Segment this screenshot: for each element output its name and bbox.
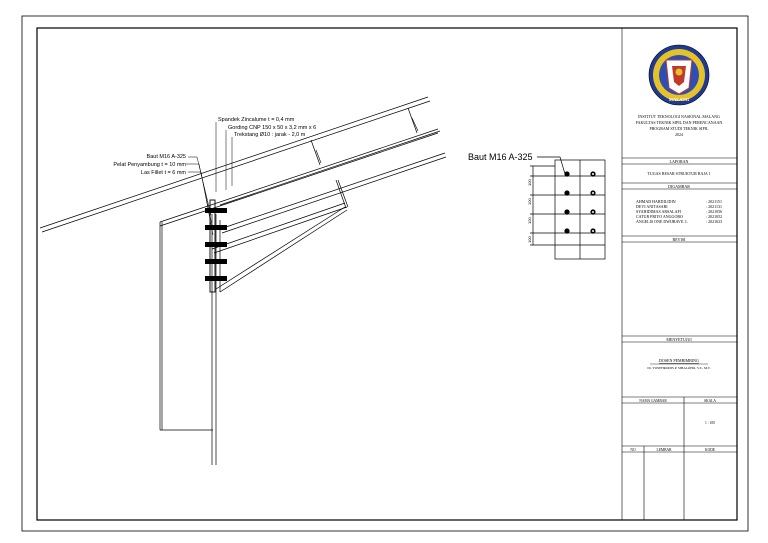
- student-nim-4: : 2021052: [706, 214, 722, 219]
- institution-line-4: 2024: [675, 132, 683, 137]
- callout-trekstang: Trekstang Ø10 : jarak - 2,0 m: [234, 132, 306, 138]
- title-block-grid: [621, 28, 737, 520]
- laporan-header: LAPORAN: [670, 159, 689, 164]
- end-plate-bolts: [205, 208, 227, 281]
- logo-text: MALANG: [669, 97, 690, 102]
- institution-line-1: INSTITUT TEKNOLOGI NASIONAL MALANG: [638, 114, 720, 119]
- dosen-name: Dr. YOSEHRODIS P. SIHALOHO, S.T., M.T.: [647, 366, 710, 371]
- detail-bolts-right: [590, 171, 596, 234]
- laporan-value: TUGAS BESAR STRUKTUR BAJA 1: [647, 171, 710, 176]
- detail-dim-2: 100: [527, 198, 532, 205]
- no-header: NO: [630, 448, 636, 452]
- skala-header: SKALA: [704, 399, 716, 403]
- institution-line-3: PROGRAM STUDI TEKNIK SIPIL: [650, 126, 709, 131]
- student-nim-2: : 2021131: [706, 204, 722, 209]
- lembar-header: LEMBAR: [657, 448, 673, 452]
- institution-line-2: FAKULTAS TEKNIK SIPIL DAN PERENCANAAN: [636, 120, 723, 125]
- student-name-4: CATUR PRIYO ANGGORO: [636, 214, 683, 219]
- purlin-dimension-arrows: [315, 117, 419, 164]
- student-name-3: SYAHIDIMAS ARSALAFI: [636, 209, 682, 214]
- student-name-2: DEVI ANITASARI: [636, 204, 668, 209]
- nama-gambar-header: NAMA GAMBAR: [639, 399, 667, 403]
- kode-header: KODE: [705, 448, 716, 452]
- inner-border: [36, 27, 738, 521]
- skala-value: 1 : 100: [705, 421, 715, 425]
- revisi-header: REVISI: [673, 237, 687, 242]
- dosen-label: DOSEN PEMBIMBING: [659, 358, 699, 363]
- menyetujui-header: MENYETUJUI: [666, 337, 692, 342]
- detail-dim-3: 100: [527, 217, 532, 224]
- student-nim-5: : 2021023: [706, 219, 722, 224]
- detail-dim-1: 100: [527, 179, 532, 186]
- callout-leaders: [186, 122, 233, 236]
- digambar-header: DIGAMBAR: [668, 184, 690, 189]
- detail-bolt-holes: [592, 173, 594, 232]
- callout-gording: Gording CNP 150 x 50 x 3,2 mm x 6: [228, 125, 316, 131]
- callout-baut: Baut M16 A-325: [147, 154, 186, 160]
- callout-las: Las Fillet t = 6 mm: [141, 170, 187, 176]
- callout-pelat: Pelat Penyambung t = 10 mm: [113, 162, 186, 168]
- student-name-1: AHMAD HARDILIDIN: [636, 199, 676, 204]
- detail-dim-4: 100: [527, 236, 532, 243]
- student-nim-1: : 2021151: [706, 199, 722, 204]
- student-name-5: ANGELIS ONE DWIJRAVE. L: [636, 219, 688, 224]
- institution-logo: MALANG: [648, 44, 710, 106]
- detail-bolts-left: [564, 171, 570, 234]
- detail-title: Baut M16 A-325: [468, 152, 533, 162]
- callout-spandek: Spandek Zincalume t = 0,4 mm: [218, 117, 295, 123]
- roof-connection-drawing: [39, 96, 447, 465]
- student-nim-3: : 2021056: [706, 209, 722, 214]
- outer-border: [21, 15, 749, 532]
